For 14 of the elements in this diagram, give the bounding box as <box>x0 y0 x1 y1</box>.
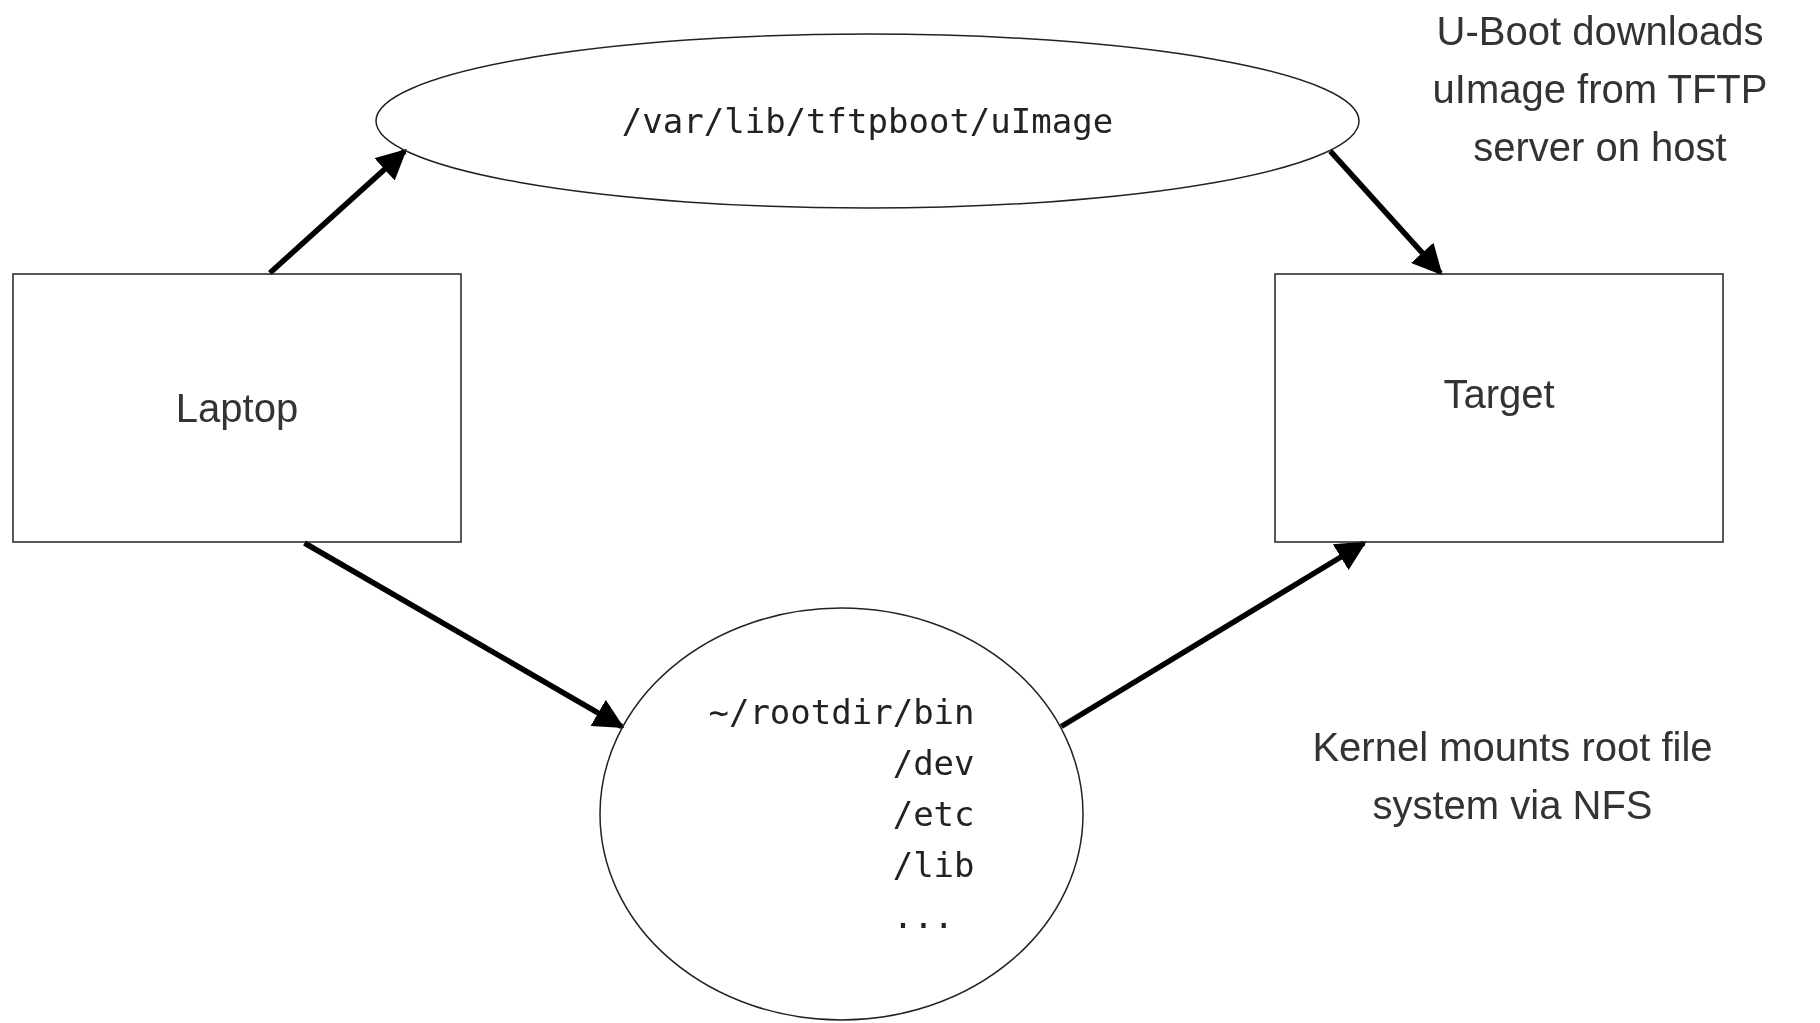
annotation-text: Kernel mounts root file system via NFS <box>1311 724 1714 829</box>
path-text: /etc <box>892 792 975 836</box>
path-text: /lib <box>892 843 975 887</box>
arrow <box>1059 540 1367 729</box>
device-label: Target <box>1443 371 1555 417</box>
arrow <box>1328 149 1443 276</box>
arrow <box>303 540 625 729</box>
path-text: /var/lib/tftpboot/uImage <box>621 99 1114 143</box>
path-text: /dev <box>892 741 975 785</box>
annotation-text: U-Boot downloads uImage from TFTP server on host <box>1431 8 1769 171</box>
path-text: ... <box>892 894 955 938</box>
arrow <box>268 149 407 276</box>
path-text: ~/rootdir/bin <box>708 690 975 734</box>
device-label: Laptop <box>175 385 299 431</box>
